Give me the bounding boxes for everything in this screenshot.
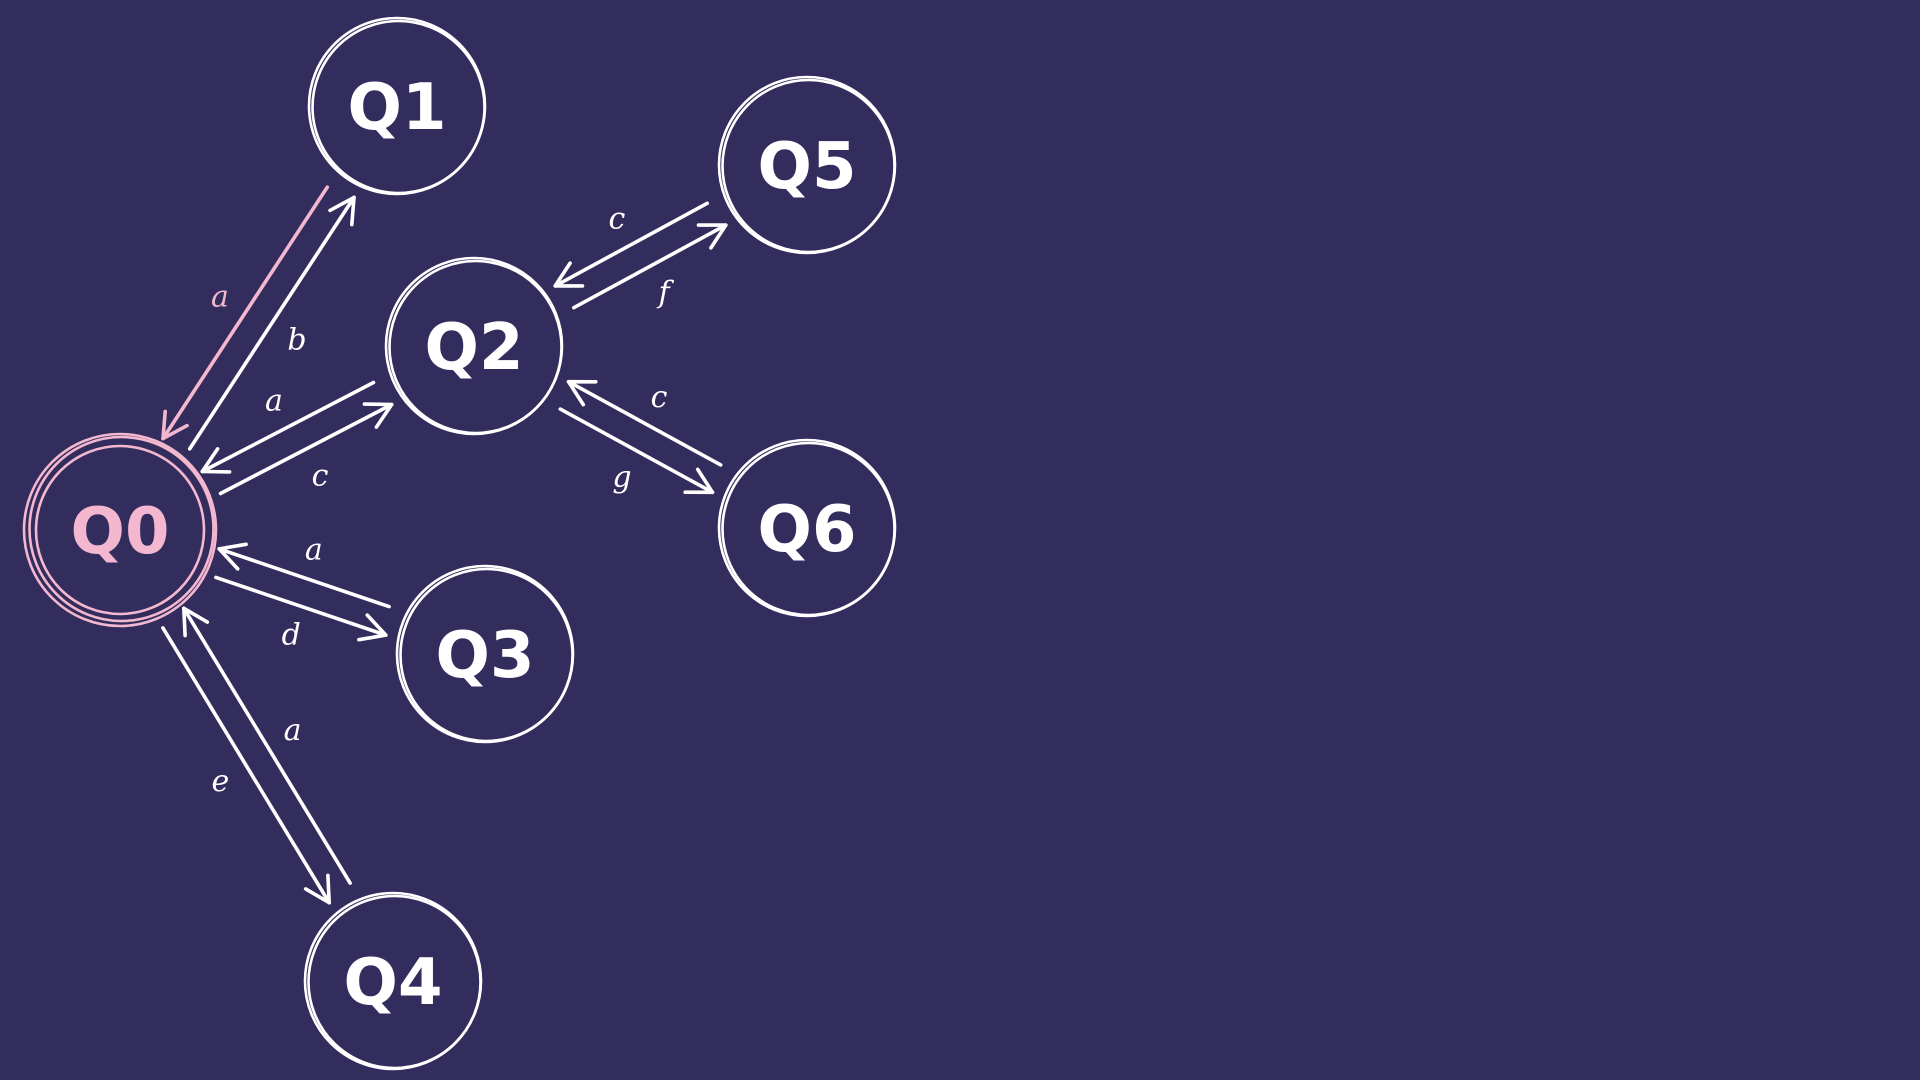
arrowhead (696, 223, 728, 250)
transition-label: e (212, 764, 230, 799)
transition-label: c (608, 201, 625, 236)
transition-q0-q4: e (161, 626, 331, 905)
transition-q1-q0: a (161, 185, 330, 441)
transition-label: g (612, 460, 631, 495)
transition-line (161, 185, 330, 441)
state-label: Q1 (348, 71, 447, 145)
arrowhead (182, 606, 210, 638)
state-sketch-ring (388, 259, 563, 435)
transition-label: a (211, 279, 229, 314)
state-label: Q3 (436, 619, 535, 693)
state-label: Q4 (344, 946, 443, 1020)
state-q2: Q2 (384, 256, 564, 436)
transition-line (182, 606, 352, 885)
arrowhead (566, 379, 598, 407)
transition-q0-q1: b (187, 195, 356, 451)
transition-q6-q2: c (566, 379, 723, 467)
state-label: Q2 (425, 311, 524, 385)
state-label: Q6 (758, 493, 857, 567)
transition-q0-q2: c (218, 402, 394, 496)
transition-q0-q3: d (214, 575, 388, 653)
arrowhead (553, 261, 585, 288)
transition-q2-q0: a (200, 380, 376, 474)
transition-q5-q2: c (553, 201, 709, 288)
arrowhead (362, 402, 394, 429)
arrowhead (161, 409, 189, 441)
transition-label: a (284, 713, 302, 748)
state-sketch-ring (721, 78, 896, 254)
state-sketch-ring (721, 441, 896, 617)
transition-line (187, 195, 356, 451)
transition-line (217, 547, 391, 609)
arrowhead (683, 467, 715, 495)
transition-line (200, 380, 376, 474)
state-circle (34, 444, 206, 616)
transition-label: b (287, 323, 306, 358)
arrowhead (200, 447, 232, 474)
accepting-sketch-ring (28, 435, 215, 623)
arrowhead (357, 613, 388, 642)
transition-line (558, 407, 715, 495)
state-sketch-ring (307, 894, 482, 1070)
arrowhead (328, 195, 356, 227)
transition-line (161, 626, 331, 905)
state-q0: Q0 (22, 432, 218, 628)
transition-q2-q6: g (558, 407, 715, 495)
transition-label: a (305, 532, 323, 567)
state-label: Q0 (71, 495, 170, 569)
state-sketch-ring (399, 567, 574, 743)
transition-line (566, 379, 723, 467)
transition-line (214, 575, 388, 637)
transition-label: c (312, 459, 329, 494)
accepting-outer-ring (22, 432, 218, 628)
state-q1: Q1 (307, 16, 487, 196)
transition-line (553, 201, 709, 288)
transition-label: c (651, 380, 668, 415)
state-q3: Q3 (395, 564, 575, 744)
transition-q4-q0: a (182, 606, 352, 885)
state-sketch-ring (311, 19, 486, 195)
arrowhead (303, 873, 331, 905)
state-q6: Q6 (717, 438, 897, 618)
state-q4: Q4 (303, 891, 483, 1071)
transition-line (218, 402, 394, 496)
state-label: Q5 (758, 130, 857, 204)
transition-line (572, 223, 728, 310)
transition-label: a (265, 383, 283, 418)
state-q5: Q5 (717, 75, 897, 255)
transition-label: d (282, 618, 301, 653)
arrowhead (217, 542, 248, 571)
transition-q3-q0: a (217, 532, 391, 609)
